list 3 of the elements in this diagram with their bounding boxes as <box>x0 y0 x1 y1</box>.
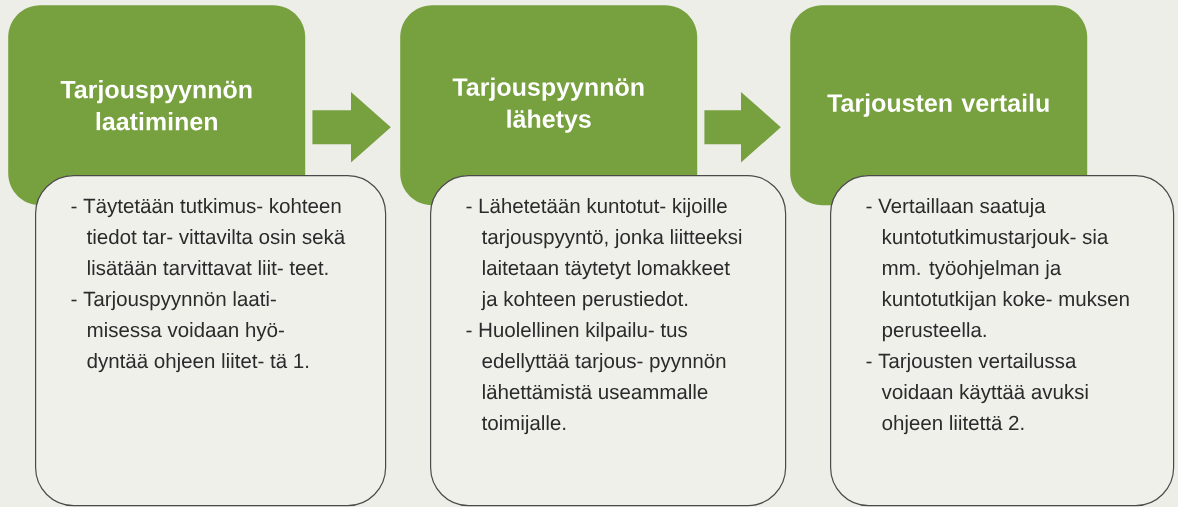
description-box: - Vertaillaan saatuja kuntotutkimustarjouk- sia mm. työohjelman ja kuntotutkijan koke- muksen perusteella. - Tarjousten vertailussa voidaan käyttää avuksi ohjeen liitettä 2. <box>830 175 1175 507</box>
description-box: - Täytetään tutkimus- kohteen tiedot tar- vittavilta osin sekä lisätään tarvittavat liit- teet. - Tarjouspyynnön laati- misessa voidaan hyö- dyntää ohjeen liitet- tä 1. <box>35 175 387 507</box>
description-box: - Lähetetään kuntotut- kijoille tarjouspyyntö, jonka liitteeksi laitetaan täytetyt lomakkeet ja kohteen perustiedot. - Huolellinen kilpailu- tus edellyttää tarjous- pyynnön lähettämistä useammalle toimijalle. <box>430 175 787 507</box>
